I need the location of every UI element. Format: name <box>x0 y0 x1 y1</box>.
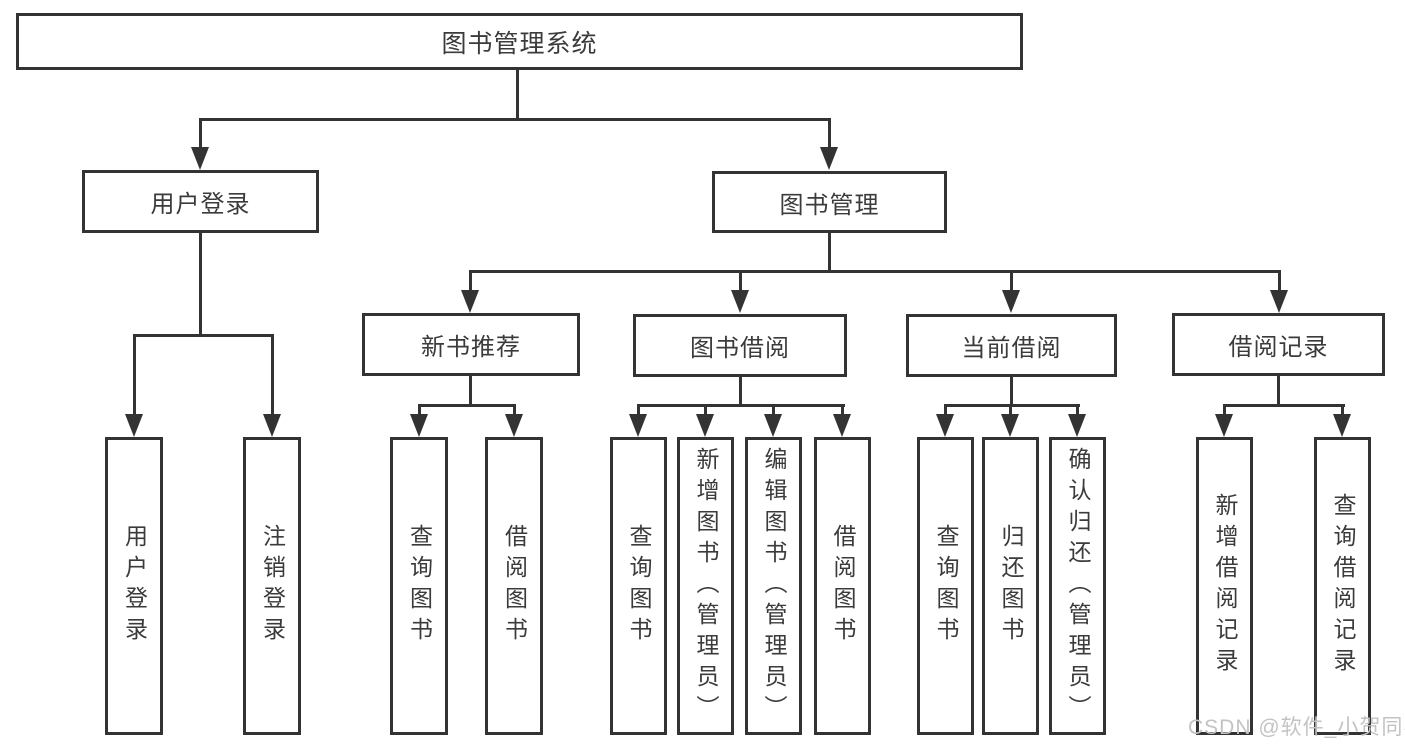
arrow-down-icon <box>936 414 954 437</box>
connector-line <box>418 404 421 416</box>
connector-line <box>1076 404 1079 416</box>
connector-line <box>739 270 742 292</box>
leaf-user-login-label: 用户登录 <box>121 524 148 648</box>
connector-line <box>1009 404 1012 416</box>
connector-line <box>828 233 831 272</box>
leaf-records-add-record: 新增借阅记录 <box>1196 437 1253 735</box>
connector-line <box>1341 404 1344 416</box>
leaf-borrow-add-books-admin: 新增图书（管理员） <box>677 437 734 735</box>
arrow-down-icon <box>505 414 523 437</box>
node-new-book-recommendation: 新书推荐 <box>362 313 580 376</box>
leaf-recommend-borrow-books: 借阅图书 <box>485 437 543 735</box>
leaf-borrow-borrow-books: 借阅图书 <box>814 437 871 735</box>
leaf-recommend-borrow-books-label: 借阅图书 <box>501 524 528 648</box>
leaf-borrow-borrow-books-label: 借阅图书 <box>830 524 856 648</box>
connector-line <box>637 404 845 407</box>
connector-line <box>133 334 274 337</box>
arrow-down-icon <box>820 147 838 170</box>
node-book-management: 图书管理 <box>712 171 947 233</box>
connector-line <box>1277 376 1280 406</box>
arrow-down-icon <box>629 414 647 437</box>
arrow-down-icon <box>833 414 851 437</box>
connector-line <box>199 232 202 336</box>
arrow-down-icon <box>1215 414 1233 437</box>
connector-line <box>1010 270 1013 292</box>
arrow-down-icon <box>1333 414 1351 437</box>
arrow-down-icon <box>125 414 143 437</box>
watermark: CSDN @软件_小贺同学 <box>1188 716 1405 739</box>
leaf-records-query-record: 查询借阅记录 <box>1314 437 1371 735</box>
connector-line <box>704 404 707 416</box>
arrow-down-icon <box>731 290 749 313</box>
leaf-recommend-query-books: 查询图书 <box>390 437 448 735</box>
leaf-borrow-edit-books-admin: 编辑图书（管理员） <box>745 437 802 735</box>
connector-line <box>133 334 136 416</box>
leaf-current-confirm-return-admin-label: 确认归还（管理员） <box>1065 446 1091 726</box>
leaf-recommend-query-books-label: 查询图书 <box>406 524 433 648</box>
connector-line <box>1010 377 1013 406</box>
connector-line <box>1223 404 1345 407</box>
leaf-current-query-books-label: 查询图书 <box>933 524 959 648</box>
connector-line <box>828 118 831 150</box>
arrow-down-icon <box>764 414 782 437</box>
connector-line <box>637 404 640 416</box>
node-root: 图书管理系统 <box>16 13 1023 70</box>
connector-line <box>944 404 947 416</box>
leaf-current-query-books: 查询图书 <box>917 437 974 735</box>
connector-line <box>199 118 831 121</box>
arrow-down-icon <box>191 147 209 170</box>
arrow-down-icon <box>1068 414 1086 437</box>
connector-line <box>513 404 516 416</box>
leaf-records-add-record-label: 新增借阅记录 <box>1212 493 1238 679</box>
leaf-borrow-add-books-admin-label: 新增图书（管理员） <box>693 446 719 726</box>
arrow-down-icon <box>1270 290 1288 313</box>
connector-line <box>772 404 775 416</box>
connector-line <box>1278 270 1281 292</box>
leaf-records-query-record-label: 查询借阅记录 <box>1330 493 1356 679</box>
connector-line <box>271 334 274 416</box>
connector-line <box>841 404 844 416</box>
connector-line <box>199 118 202 150</box>
arrow-down-icon <box>461 290 479 313</box>
arrow-down-icon <box>263 414 281 437</box>
connector-line <box>469 270 1281 273</box>
leaf-user-login: 用户登录 <box>105 437 163 735</box>
arrow-down-icon <box>696 414 714 437</box>
connector-line <box>739 377 742 406</box>
leaf-borrow-query-books: 查询图书 <box>610 437 667 735</box>
arrow-down-icon <box>1002 290 1020 313</box>
arrow-down-icon <box>410 414 428 437</box>
connector-line <box>469 270 472 292</box>
leaf-logout: 注销登录 <box>243 437 301 735</box>
connector-line <box>469 376 472 406</box>
leaf-current-return-books-label: 归还图书 <box>998 524 1024 648</box>
leaf-current-return-books: 归还图书 <box>982 437 1039 735</box>
leaf-logout-label: 注销登录 <box>259 524 286 648</box>
leaf-borrow-query-books-label: 查询图书 <box>626 524 652 648</box>
arrow-down-icon <box>1001 414 1019 437</box>
connector-line <box>944 404 1080 407</box>
connector-line <box>418 404 516 407</box>
connector-line <box>516 70 519 120</box>
node-user-login: 用户登录 <box>82 170 319 233</box>
leaf-current-confirm-return-admin: 确认归还（管理员） <box>1049 437 1106 735</box>
node-book-borrowing: 图书借阅 <box>633 314 847 377</box>
node-current-borrowing: 当前借阅 <box>906 314 1117 377</box>
leaf-borrow-edit-books-admin-label: 编辑图书（管理员） <box>761 446 787 726</box>
connector-line <box>1223 404 1226 416</box>
node-borrowing-records: 借阅记录 <box>1172 313 1385 376</box>
